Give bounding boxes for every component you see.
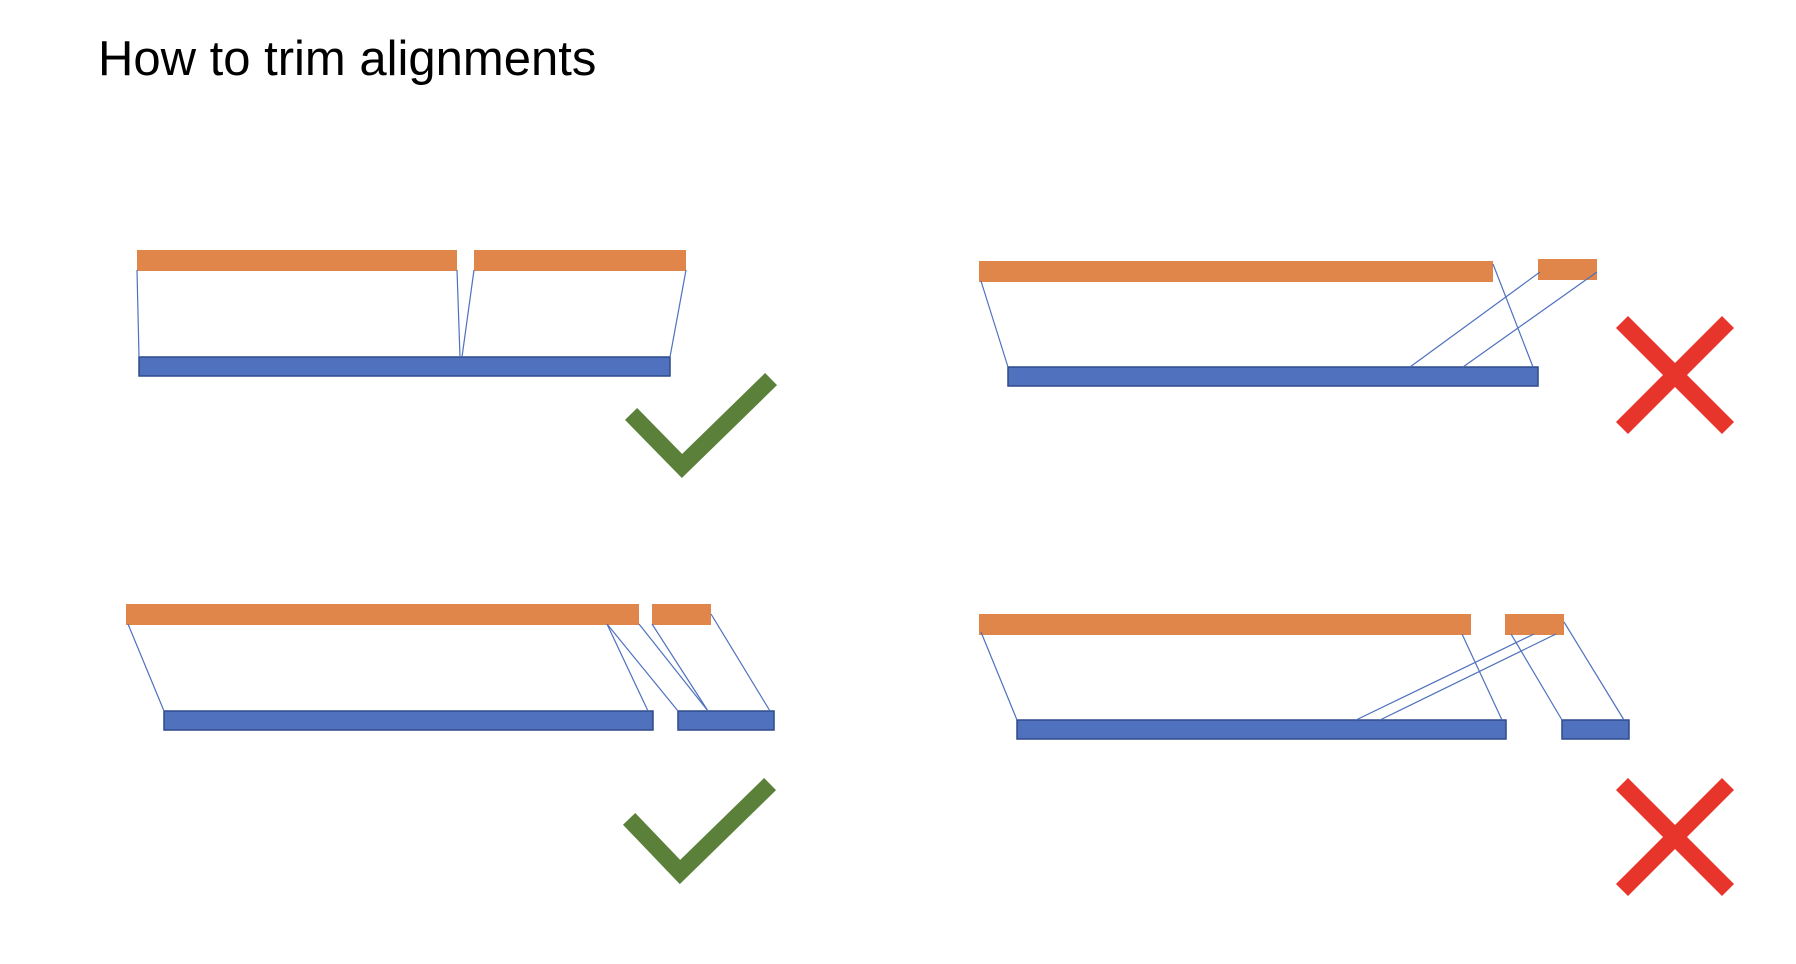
alignment-line	[1563, 621, 1625, 721]
alignment-line	[1510, 633, 1563, 721]
alignment-line	[1409, 271, 1541, 368]
query-bar	[138, 356, 671, 377]
alignment-line	[651, 623, 709, 712]
check-mark-icon	[622, 777, 777, 885]
alignment-line	[980, 280, 1009, 368]
alignment-line	[1492, 263, 1534, 368]
alignment-line	[136, 269, 140, 358]
reference-bar	[979, 261, 1493, 282]
alignment-line	[1461, 633, 1503, 721]
alignment-line	[127, 623, 165, 712]
panel-top-right	[979, 259, 1735, 435]
alignment-line	[1462, 271, 1598, 368]
alignment-line	[1355, 633, 1535, 721]
x-mark-icon	[1615, 777, 1735, 897]
panel-bottom-left	[126, 604, 777, 885]
alignment-line	[980, 631, 1018, 721]
alignment-line	[606, 623, 649, 712]
query-bar	[163, 710, 654, 731]
panel-bottom-right	[979, 614, 1735, 897]
panel-top-left	[136, 250, 778, 479]
alignment-line	[638, 623, 709, 712]
reference-bar	[1505, 614, 1564, 635]
x-mark-icon	[1615, 315, 1735, 435]
query-bar	[1007, 366, 1539, 387]
check-mark-icon	[624, 372, 778, 479]
alignment-line	[461, 269, 475, 358]
alignment-line	[1379, 633, 1557, 721]
reference-bar	[137, 250, 457, 271]
alignment-line	[606, 623, 679, 712]
query-bar	[1561, 719, 1630, 740]
reference-bar	[1538, 259, 1597, 280]
query-bar	[1016, 719, 1507, 740]
reference-bar	[979, 614, 1471, 635]
alignment-line	[456, 269, 461, 358]
reference-bar	[126, 604, 639, 625]
query-bar	[677, 710, 775, 731]
reference-bar	[652, 604, 711, 625]
alignment-line	[710, 613, 771, 712]
alignment-line	[669, 269, 687, 358]
reference-bar	[474, 250, 686, 271]
slide-title: How to trim alignments	[98, 32, 597, 86]
